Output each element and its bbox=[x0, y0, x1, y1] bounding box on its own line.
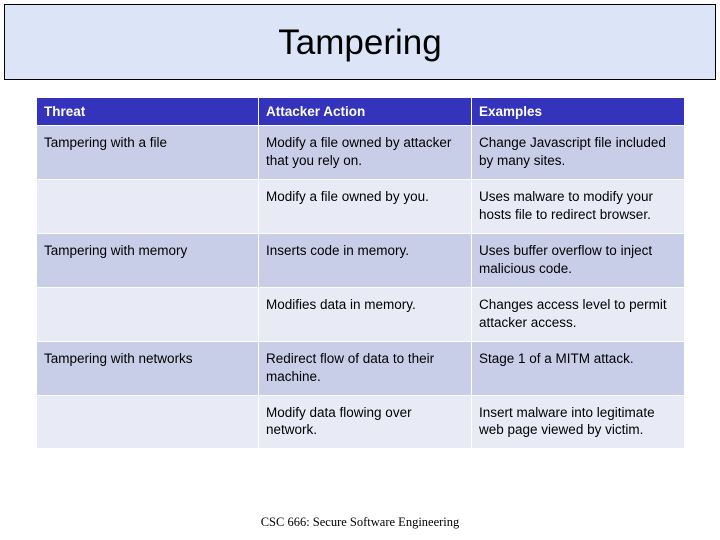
page-title: Tampering bbox=[278, 22, 442, 62]
column-header-attacker-action: Attacker Action bbox=[258, 97, 472, 126]
cell-example: Changes access level to permit attacker … bbox=[471, 286, 685, 342]
cell-threat: Tampering with a file bbox=[36, 125, 259, 180]
column-header-examples: Examples bbox=[471, 97, 685, 126]
table-row: Tampering with a file Modify a file owne… bbox=[36, 125, 685, 180]
table-row: Modify data flowing over network. Insert… bbox=[36, 394, 685, 450]
cell-action: Redirect flow of data to their machine. bbox=[258, 340, 472, 396]
cell-example: Uses malware to modify your hosts file t… bbox=[471, 178, 685, 234]
threat-table-container: Threat Attacker Action Examples Tamperin… bbox=[36, 97, 685, 450]
cell-example: Uses buffer overflow to inject malicious… bbox=[471, 232, 685, 288]
cell-threat bbox=[36, 394, 259, 450]
table-row: Modify a file owned by you. Uses malware… bbox=[36, 178, 685, 234]
cell-example: Stage 1 of a MITM attack. bbox=[471, 340, 685, 396]
column-header-threat: Threat bbox=[36, 97, 259, 126]
table-row: Tampering with networks Redirect flow of… bbox=[36, 340, 685, 396]
table-header-row: Threat Attacker Action Examples bbox=[36, 97, 685, 126]
table-row: Modifies data in memory. Changes access … bbox=[36, 286, 685, 342]
threat-table: Threat Attacker Action Examples Tamperin… bbox=[36, 97, 685, 450]
cell-threat: Tampering with memory bbox=[36, 232, 259, 288]
cell-threat bbox=[36, 286, 259, 342]
slide-title-box: Tampering bbox=[4, 4, 716, 80]
cell-threat: Tampering with networks bbox=[36, 340, 259, 396]
table-row: Tampering with memory Inserts code in me… bbox=[36, 232, 685, 288]
cell-action: Modifies data in memory. bbox=[258, 286, 472, 342]
cell-example: Change Javascript file included by many … bbox=[471, 125, 685, 180]
cell-action: Modify a file owned by you. bbox=[258, 178, 472, 234]
cell-threat bbox=[36, 178, 259, 234]
cell-action: Inserts code in memory. bbox=[258, 232, 472, 288]
cell-action: Modify data flowing over network. bbox=[258, 394, 472, 450]
cell-action: Modify a file owned by attacker that you… bbox=[258, 125, 472, 180]
slide-footer: CSC 666: Secure Software Engineering bbox=[260, 515, 460, 529]
cell-example: Insert malware into legitimate web page … bbox=[471, 394, 685, 450]
